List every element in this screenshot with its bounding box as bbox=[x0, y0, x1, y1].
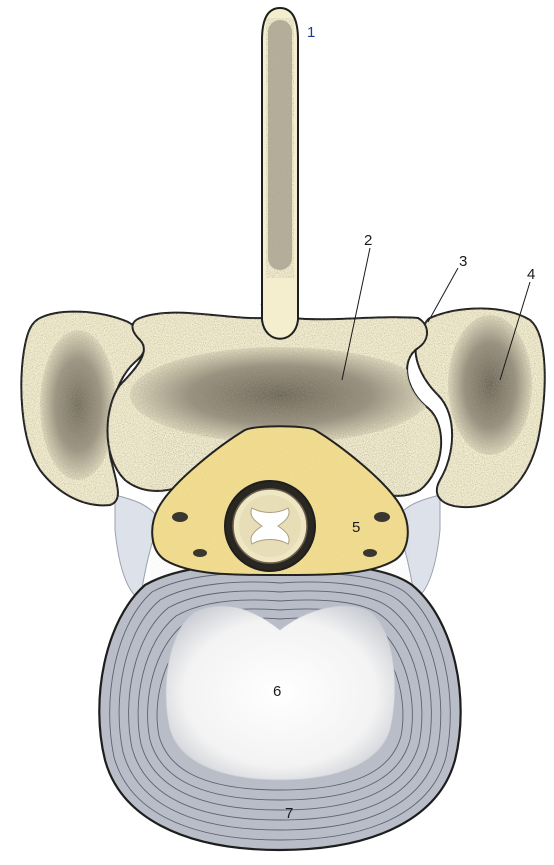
intervertebral-disc bbox=[99, 564, 460, 850]
label-1: 1 bbox=[307, 24, 315, 41]
epidural-vein-left-upper bbox=[172, 512, 188, 522]
spinal-cord bbox=[225, 481, 315, 571]
epidural-vein-right-upper bbox=[374, 512, 390, 522]
label-6: 6 bbox=[273, 683, 281, 700]
right-articular-process bbox=[410, 300, 554, 520]
label-5: 5 bbox=[352, 519, 360, 536]
label-2: 2 bbox=[364, 232, 372, 249]
epidural-vein-left-lower bbox=[193, 549, 207, 557]
label-7: 7 bbox=[285, 805, 293, 822]
epidural-vein-right-lower bbox=[363, 549, 377, 557]
spinous-process bbox=[262, 8, 298, 339]
label-3: 3 bbox=[459, 253, 467, 270]
label-4: 4 bbox=[527, 266, 535, 283]
